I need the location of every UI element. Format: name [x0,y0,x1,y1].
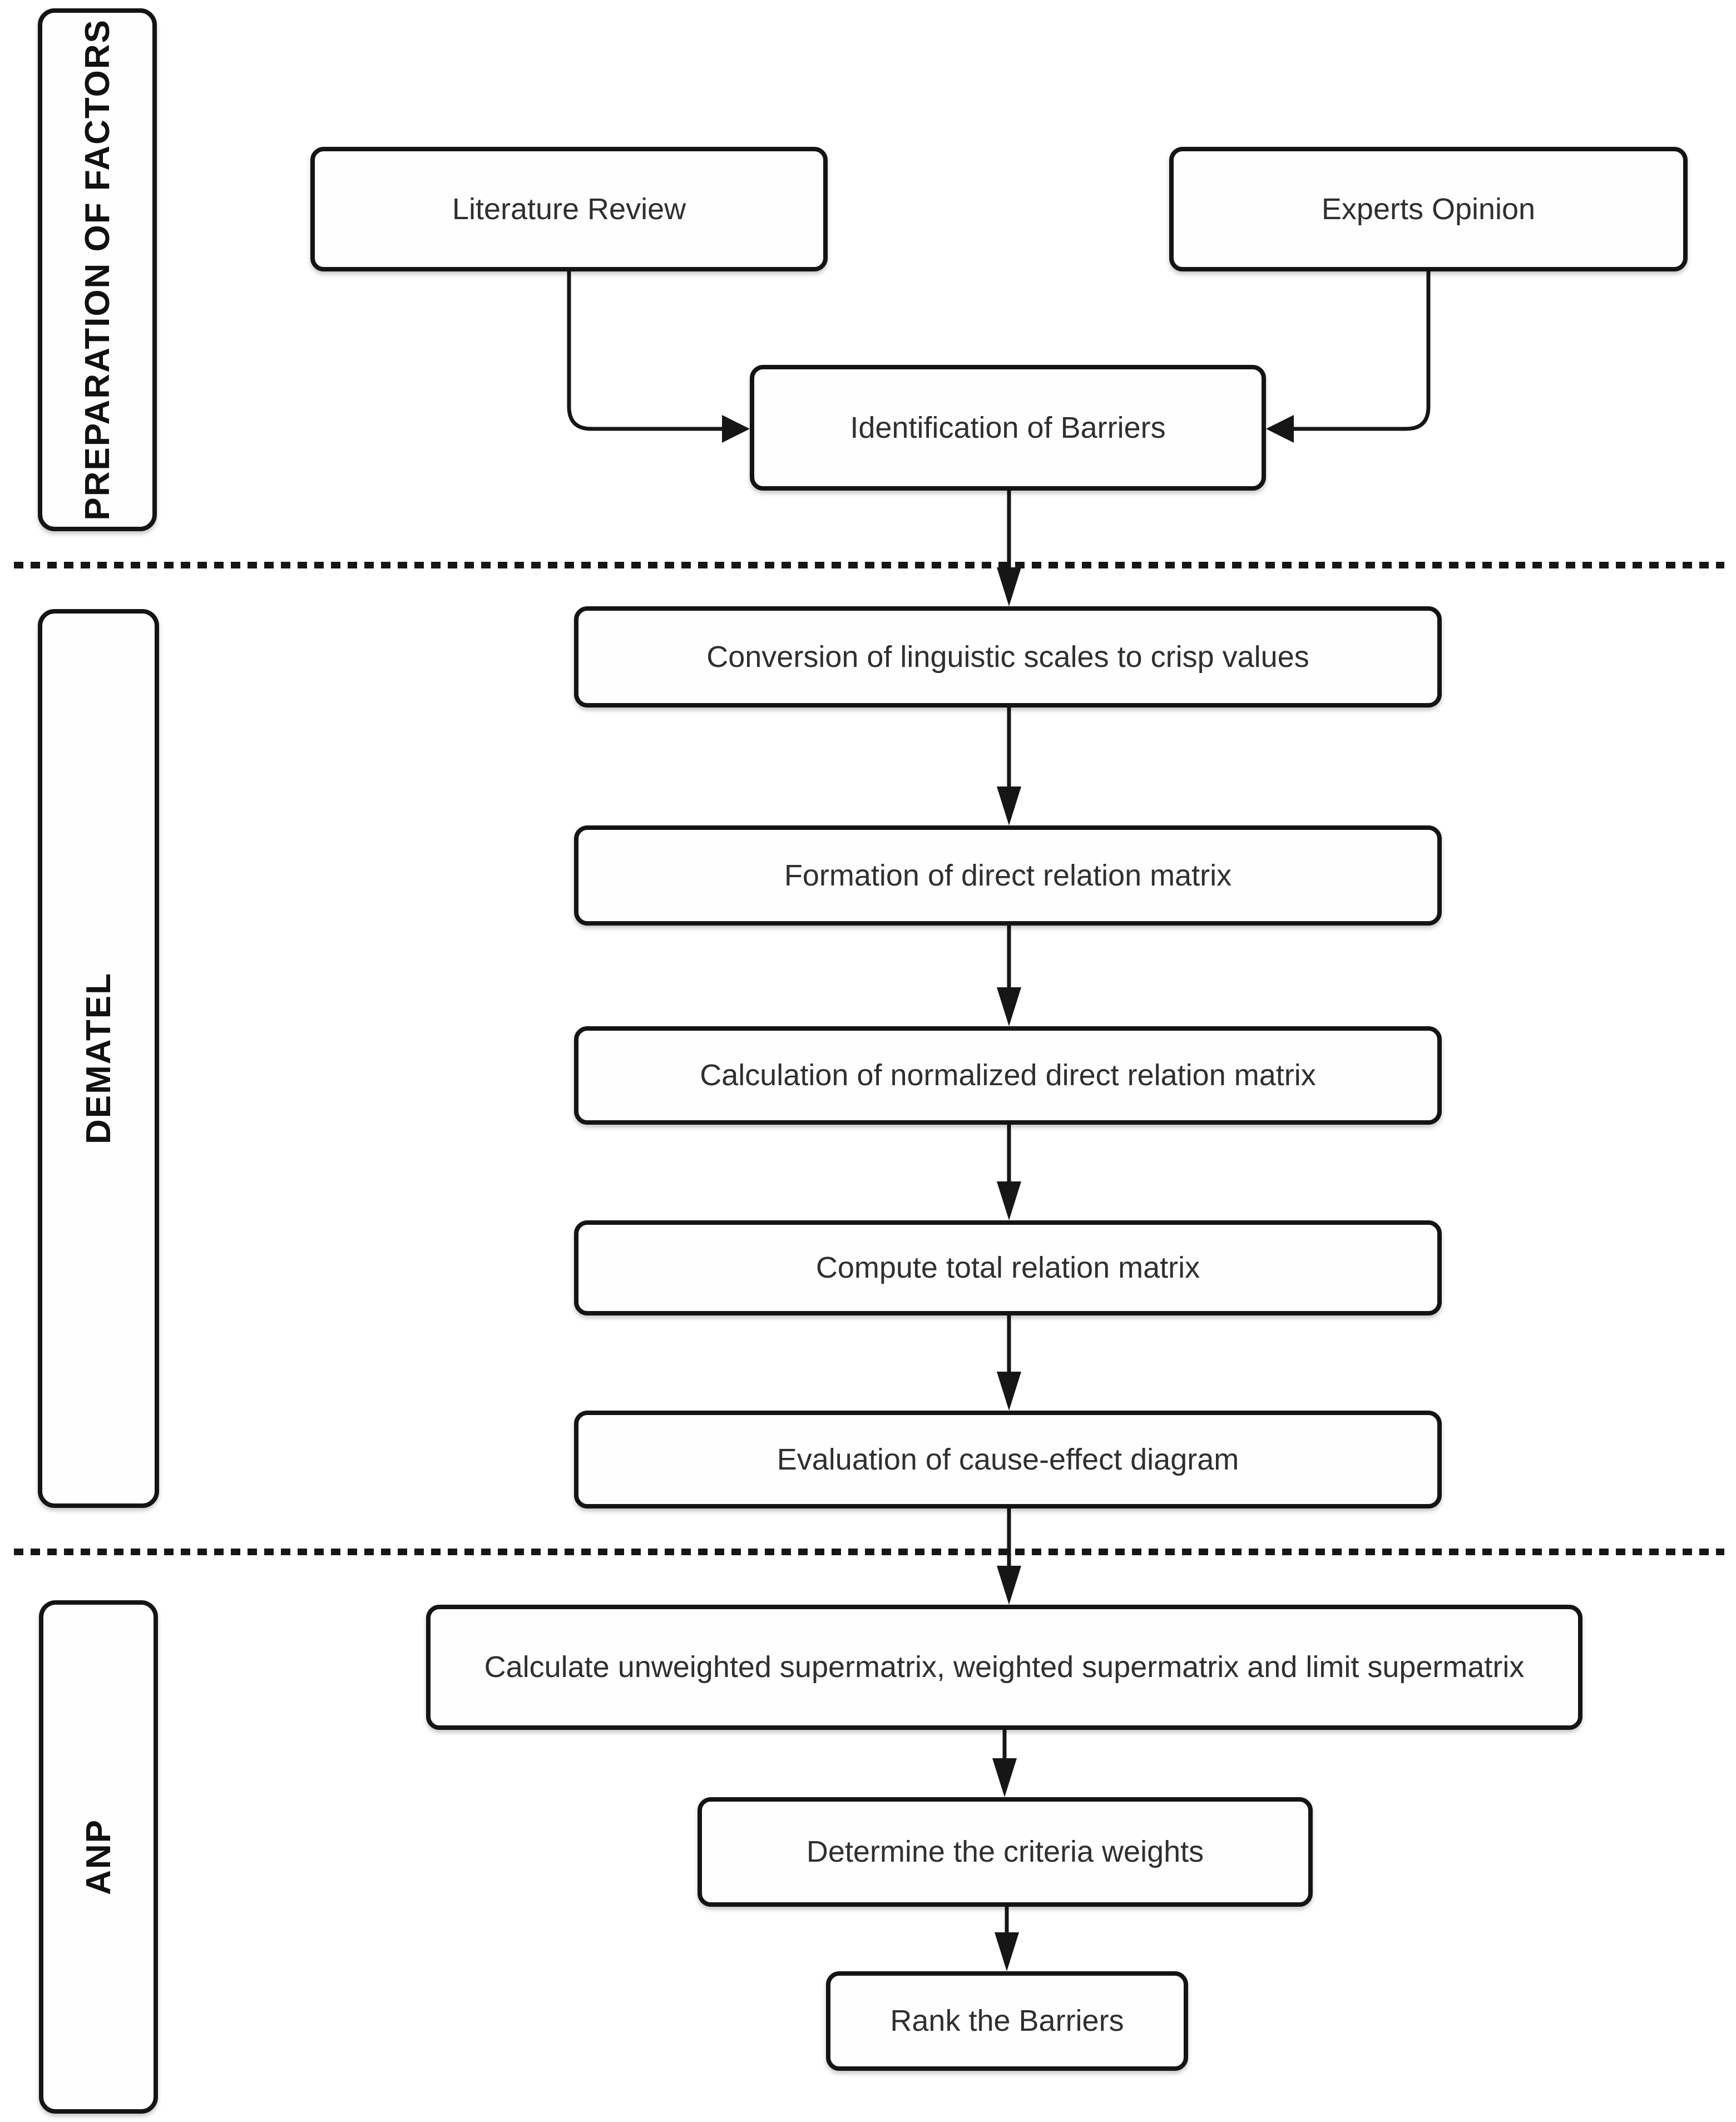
arrowhead-into-formation [997,787,1021,825]
arrowhead-into-criteria [992,1758,1017,1797]
arrowhead-into-total [997,1181,1021,1220]
node-label: Experts Opinion [1321,192,1536,226]
section-label-text: DEMATEL [79,972,118,1145]
arrowhead-into-supermatrix [997,1566,1021,1605]
node-criteria-weights: Determine the criteria weights [698,1797,1313,1907]
node-label: Literature Review [452,192,686,226]
node-experts-opinion: Experts Opinion [1169,147,1688,271]
node-direct-relation-matrix: Formation of direct relation matrix [574,825,1442,926]
arrowhead-into-identification-left [722,415,750,443]
node-label: Compute total relation matrix [815,1251,1200,1285]
connector-literature-to-identification [567,271,723,431]
arrowhead-into-rank [995,1932,1019,1971]
node-normalized-direct-relation-matrix: Calculation of normalized direct relatio… [574,1026,1442,1125]
arrowhead-into-identification-right [1266,415,1294,443]
node-conversion-linguistic-scales: Conversion of linguistic scales to crisp… [574,606,1442,708]
section-label-dematel: DEMATEL [38,609,159,1508]
node-label: Rank the Barriers [890,2004,1124,2038]
node-label: Identification of Barriers [850,410,1166,444]
node-label: Evaluation of cause-effect diagram [776,1442,1239,1476]
section-label-text: PREPARATION OF FACTORS [78,19,117,521]
section-label-anp: ANP [39,1600,158,2114]
node-label: Calculation of normalized direct relatio… [700,1058,1316,1092]
node-total-relation-matrix: Compute total relation matrix [574,1220,1442,1315]
section-label-preparation-of-factors: PREPARATION OF FACTORS [38,8,157,531]
node-cause-effect-diagram: Evaluation of cause-effect diagram [574,1411,1442,1508]
node-label: Determine the criteria weights [806,1835,1204,1869]
arrowhead-into-normalized [997,987,1021,1026]
node-identification-of-barriers: Identification of Barriers [750,365,1266,491]
node-label: Conversion of linguistic scales to crisp… [706,640,1309,674]
arrowhead-into-causeeffect [997,1372,1021,1411]
connector-experts-to-identification [1293,271,1431,431]
section-label-text: ANP [79,1819,118,1895]
node-literature-review: Literature Review [310,147,828,271]
node-supermatrix-calculation: Calculate unweighted supermatrix, weight… [426,1605,1582,1730]
node-label: Formation of direct relation matrix [784,858,1232,892]
node-rank-barriers: Rank the Barriers [826,1971,1188,2071]
node-label: Calculate unweighted supermatrix, weight… [484,1650,1525,1684]
arrowhead-into-conversion [997,567,1021,606]
